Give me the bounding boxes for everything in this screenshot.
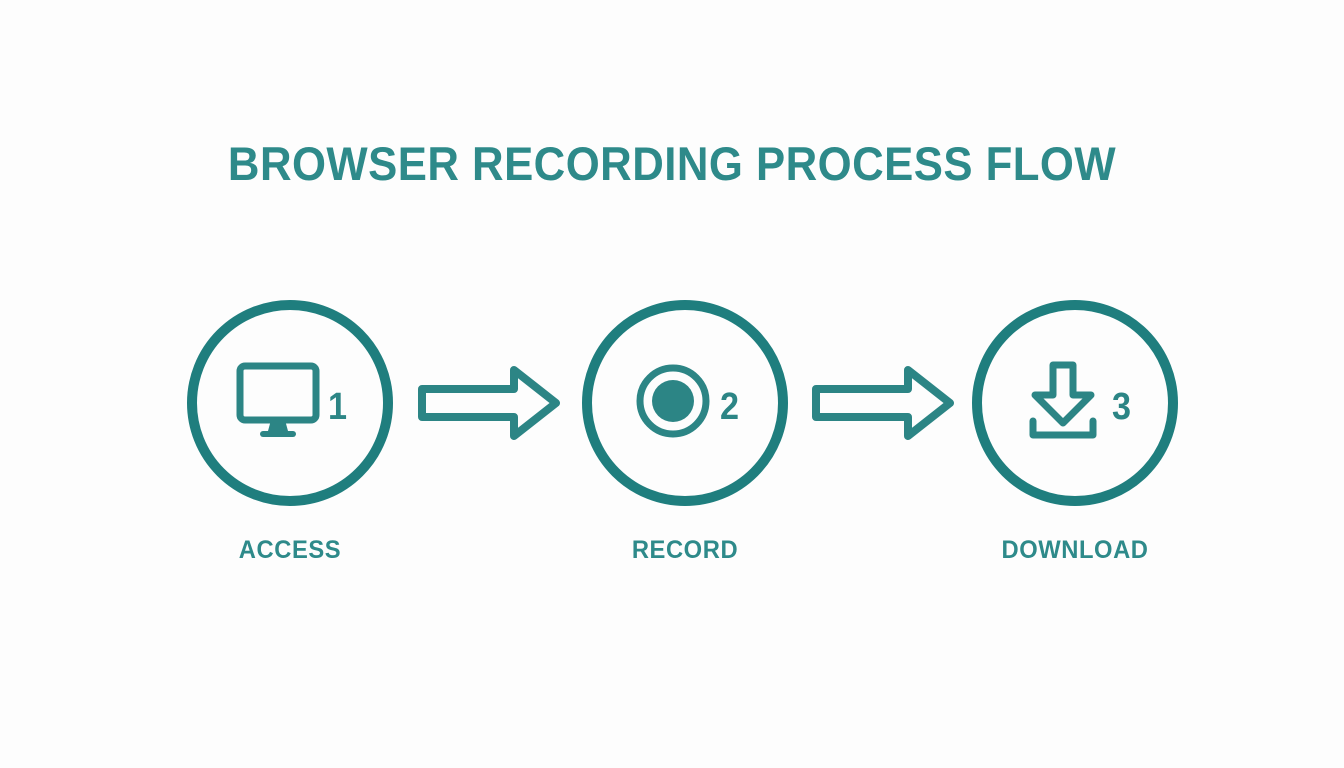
step-circle-outline (582, 300, 788, 506)
arrow-right-icon-2 (812, 363, 954, 443)
arrow-right-icon-1 (418, 363, 560, 443)
step-number: 2 (720, 386, 740, 428)
step-circle-outline (187, 300, 393, 506)
process-step-access[interactable]: 1 (187, 300, 393, 506)
step-label-record: RECORD (631, 536, 739, 564)
step-number: 3 (1112, 386, 1132, 428)
process-step-download[interactable]: 3 (972, 300, 1178, 506)
page-title: BROWSER RECORDING PROCESS FLOW (227, 137, 1117, 190)
process-flow-row: 1 2 (0, 300, 1344, 510)
step-icon-area: 1 (187, 300, 393, 506)
record-dot-icon (633, 361, 713, 446)
step-icon-area: 2 (582, 300, 788, 506)
step-number: 1 (328, 386, 348, 428)
step-labels-row: ACCESS RECORD DOWNLOAD (0, 533, 1344, 573)
monitor-icon (235, 361, 321, 446)
download-arrow-icon (1021, 359, 1105, 448)
step-label-download: DOWNLOAD (1001, 536, 1149, 564)
process-step-record[interactable]: 2 (582, 300, 788, 506)
step-label-access: ACCESS (238, 536, 342, 564)
step-icon-area: 3 (972, 300, 1178, 506)
step-circle-outline (972, 300, 1178, 506)
